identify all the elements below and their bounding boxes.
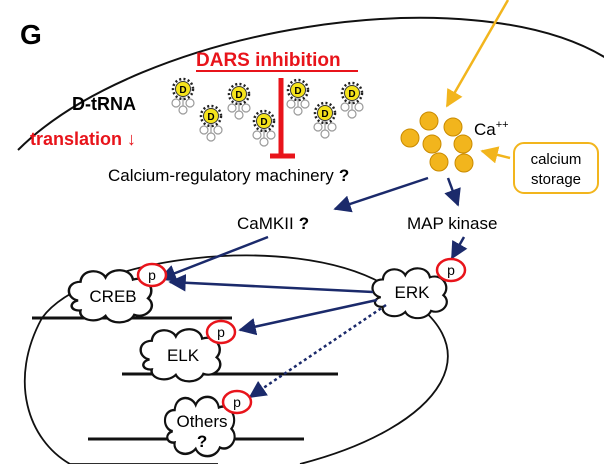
calcium-storage-box <box>513 142 599 194</box>
storage-label-line1: calcium <box>531 151 582 168</box>
svg-text:D: D <box>321 109 328 120</box>
creb-node: CREB <box>67 268 154 324</box>
svg-text:?: ? <box>197 432 207 451</box>
svg-text:D: D <box>235 90 242 101</box>
cell-membrane <box>17 16 604 151</box>
svg-text:Others: Others <box>176 412 227 431</box>
svg-text:ELK: ELK <box>167 346 200 365</box>
svg-text:D: D <box>294 86 301 97</box>
arrow-mapk-to-erk <box>450 236 468 260</box>
svg-text:CREB: CREB <box>89 287 136 306</box>
incoming-signal-arrow <box>445 0 510 108</box>
inhibition-label: DARS inhibition <box>196 50 341 71</box>
panel-label: G <box>20 19 42 50</box>
svg-text:D: D <box>348 89 355 100</box>
arrow-to-camkii <box>333 176 429 213</box>
machinery-label: Calcium-regulatory machinery? <box>108 166 349 185</box>
nucleus-envelope <box>23 254 449 464</box>
camkii-label: CaMKII? <box>237 214 309 233</box>
mapk-label: MAP kinase <box>407 214 497 233</box>
others-phospho-badge: p <box>221 389 253 415</box>
elk-node: ELK <box>139 328 222 383</box>
erk-phospho-badge: p <box>435 257 467 283</box>
calcium-label: Ca++ <box>474 119 509 139</box>
arrow-erk-to-elk <box>238 298 378 336</box>
arrow-camkii-to-creb <box>158 235 269 282</box>
svg-text:p: p <box>148 267 156 283</box>
trna-molecules: D D D D D D D <box>170 77 365 148</box>
svg-text:D: D <box>260 117 267 128</box>
storage-label-line2: storage <box>531 171 581 188</box>
inhibition-bar <box>270 78 295 159</box>
arrow-erk-to-others <box>248 303 387 399</box>
others-node: Others ? <box>163 395 236 458</box>
dtrna-label: D-tRNA <box>72 94 136 114</box>
svg-text:p: p <box>233 394 241 410</box>
erk-node: ERK <box>371 267 448 320</box>
svg-text:p: p <box>447 262 455 278</box>
svg-text:D: D <box>207 112 214 123</box>
arrow-erk-to-creb <box>168 274 374 294</box>
storage-arrow <box>480 146 511 164</box>
svg-text:D: D <box>179 85 186 96</box>
arrow-to-mapk <box>444 177 461 207</box>
translation-label: translation ↓ <box>30 129 136 149</box>
svg-text:p: p <box>217 324 225 340</box>
creb-phospho-badge: p <box>136 262 168 288</box>
calcium-ions <box>400 111 474 173</box>
svg-text:ERK: ERK <box>395 283 431 302</box>
elk-phospho-badge: p <box>205 319 237 345</box>
